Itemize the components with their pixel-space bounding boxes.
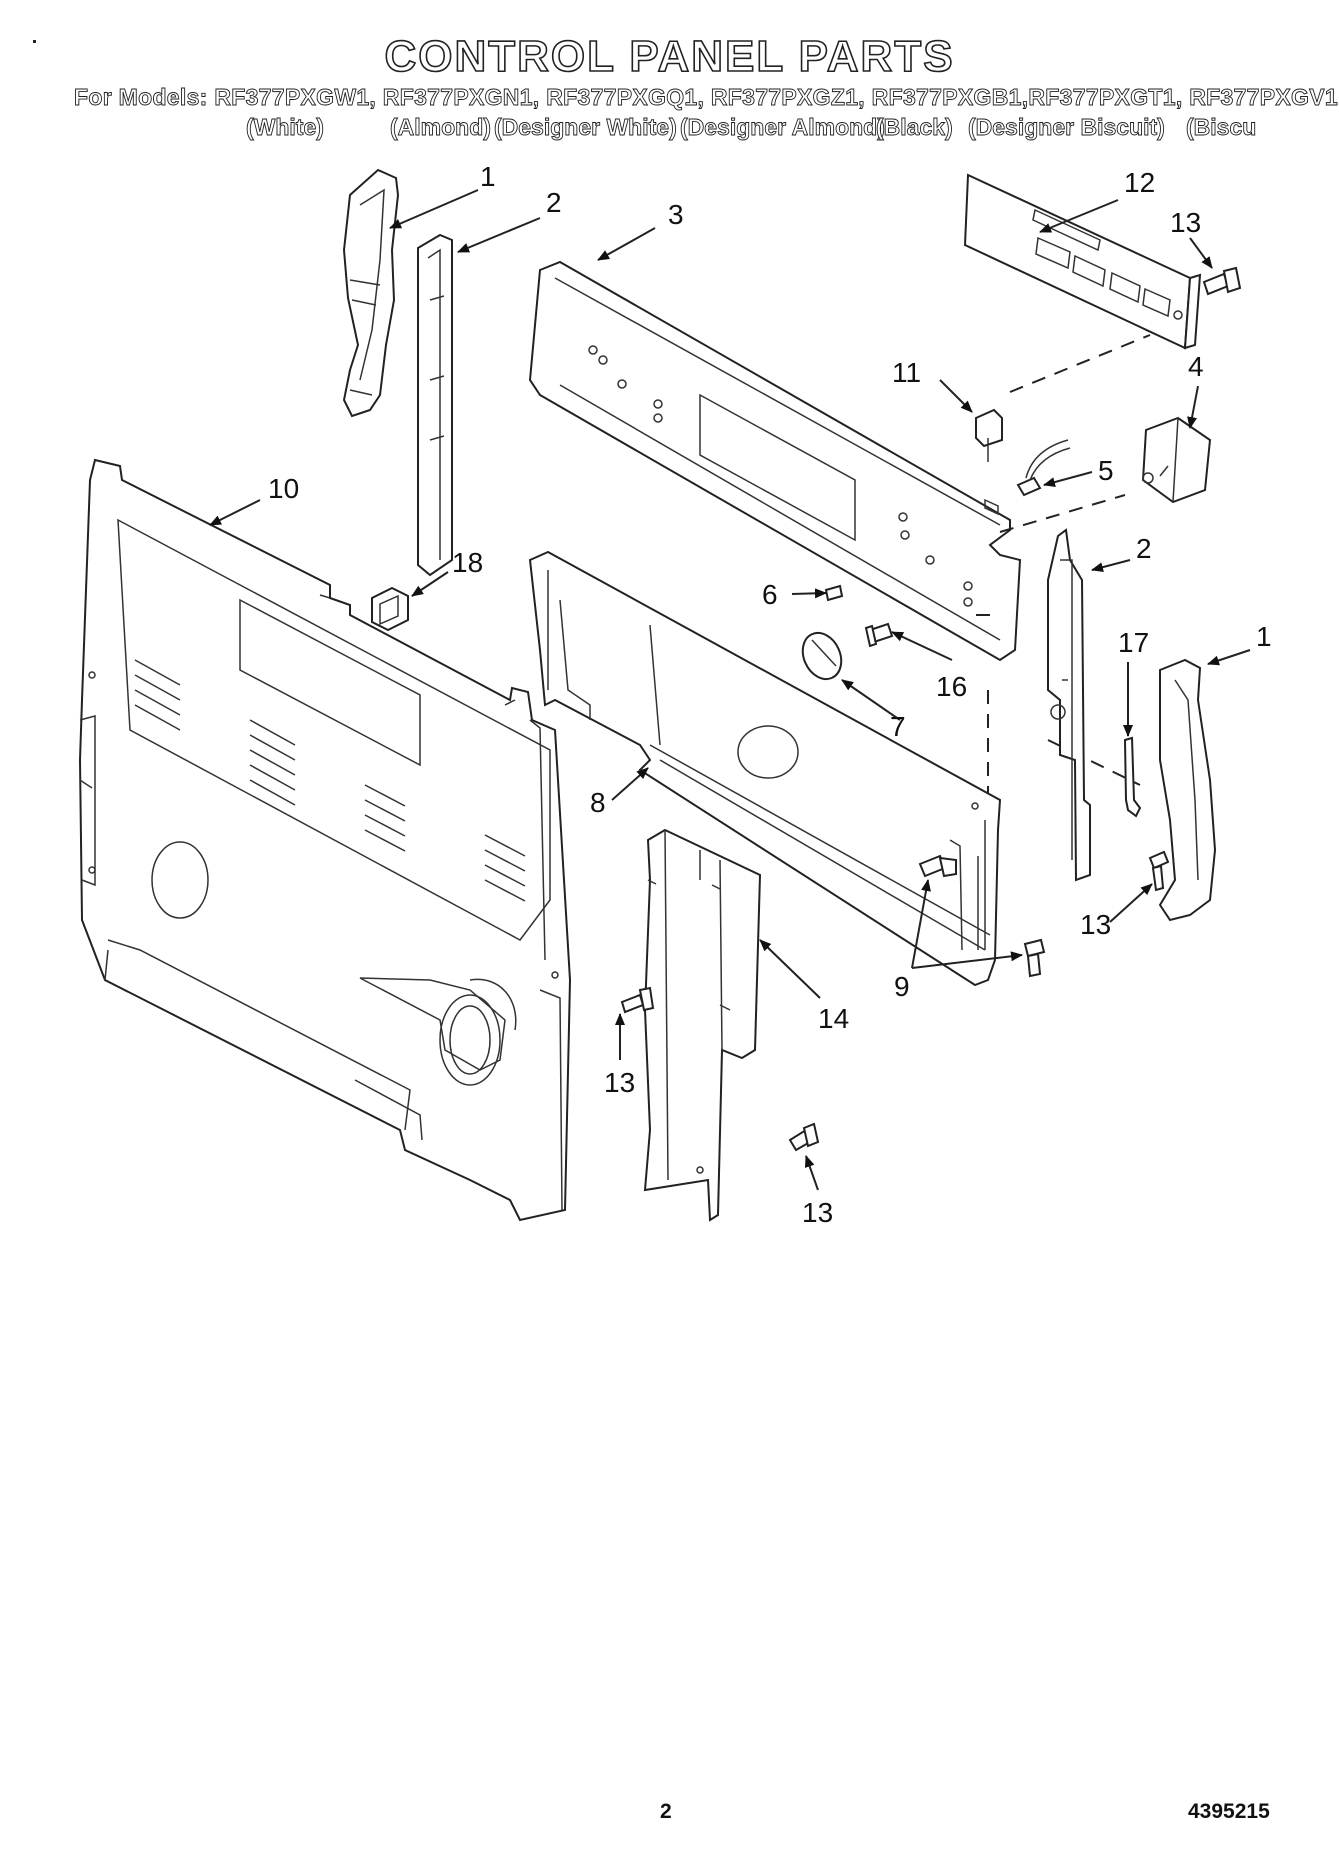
model-color-black: (Black) [876,114,954,141]
model-color-biscuit: (Biscu [1186,114,1257,141]
callout-13-screw-right: 13 [1080,909,1111,940]
callout-17-clip: 17 [1118,627,1149,658]
callout-6-screw: 6 [762,579,778,610]
leader-arrows [209,189,1251,1191]
callout-8-manifold-panel: 8 [590,787,606,818]
callout-5-wire-harness: 5 [1098,455,1114,486]
callout-2-right-bracket: 2 [1136,533,1152,564]
callout-10-rear-panel: 10 [268,473,299,504]
callout-7-knob: 7 [890,711,906,742]
part-manifold-panel [528,550,1002,987]
stray-mark [33,40,36,43]
model-color-designer-biscuit: (Designer Biscuit) [968,114,1166,141]
part-rear-panel [78,458,572,1222]
part-end-cap-left [342,168,400,418]
part-side-bracket-left [417,233,453,577]
callout-1-left-end-cap: 1 [480,161,496,192]
part-end-cap-right [1158,658,1217,922]
guide-line-switch [999,494,1126,533]
part-screw-6 [824,584,844,602]
part-infinite-switch [1141,416,1212,504]
callout-1-right-end-cap: 1 [1256,621,1272,652]
callout-13-screw-top: 13 [1170,207,1201,238]
models-line: For Models: RF377PXGW1, RF377PXGN1, RF37… [74,84,1339,111]
part-screw-16 [864,622,894,648]
part-side-bracket-right [1047,528,1091,882]
callout-9-screws: 9 [894,971,910,1002]
callout-3-control-panel: 3 [668,199,684,230]
callout-18-clip: 18 [452,547,483,578]
part-screw-bottom-left [620,986,655,1014]
callout-13-screw-bottom-left: 13 [604,1067,635,1098]
page-number: 2 [660,1800,672,1823]
part-control-module [963,173,1202,350]
callout-14-channel: 14 [818,1003,849,1034]
part-control-panel [528,260,1022,662]
callout-12-control-module: 12 [1124,167,1155,198]
part-screw-top-right [1202,266,1242,296]
callout-4-infinite-switch: 4 [1188,351,1204,382]
part-channel [643,828,762,1222]
part-screw-9b [1023,938,1046,978]
model-color-white: (White) [246,114,325,141]
part-clip [371,586,409,632]
part-wire-harness [1016,439,1071,497]
callout-13-screw-bottom-center: 13 [802,1197,833,1228]
guide-line-module [1009,334,1151,393]
model-color-designer-white: (Designer White) [494,114,678,141]
callout-2-left-bracket: 2 [546,187,562,218]
part-screw-bottom-center [788,1122,820,1152]
model-color-almond: (Almond) [390,114,492,141]
part-knob [801,631,843,681]
document-number: 4395215 [1188,1800,1270,1823]
part-switch [975,408,1003,462]
callout-16-screw: 16 [936,671,967,702]
part-screw-right [1148,850,1170,892]
callout-11-switch: 11 [892,357,921,388]
model-color-designer-almond: (Designer Almond) [680,114,886,141]
page-title: CONTROL PANEL PARTS [384,31,955,82]
part-small-clip [1123,736,1142,818]
part-screw-9a [918,854,957,878]
